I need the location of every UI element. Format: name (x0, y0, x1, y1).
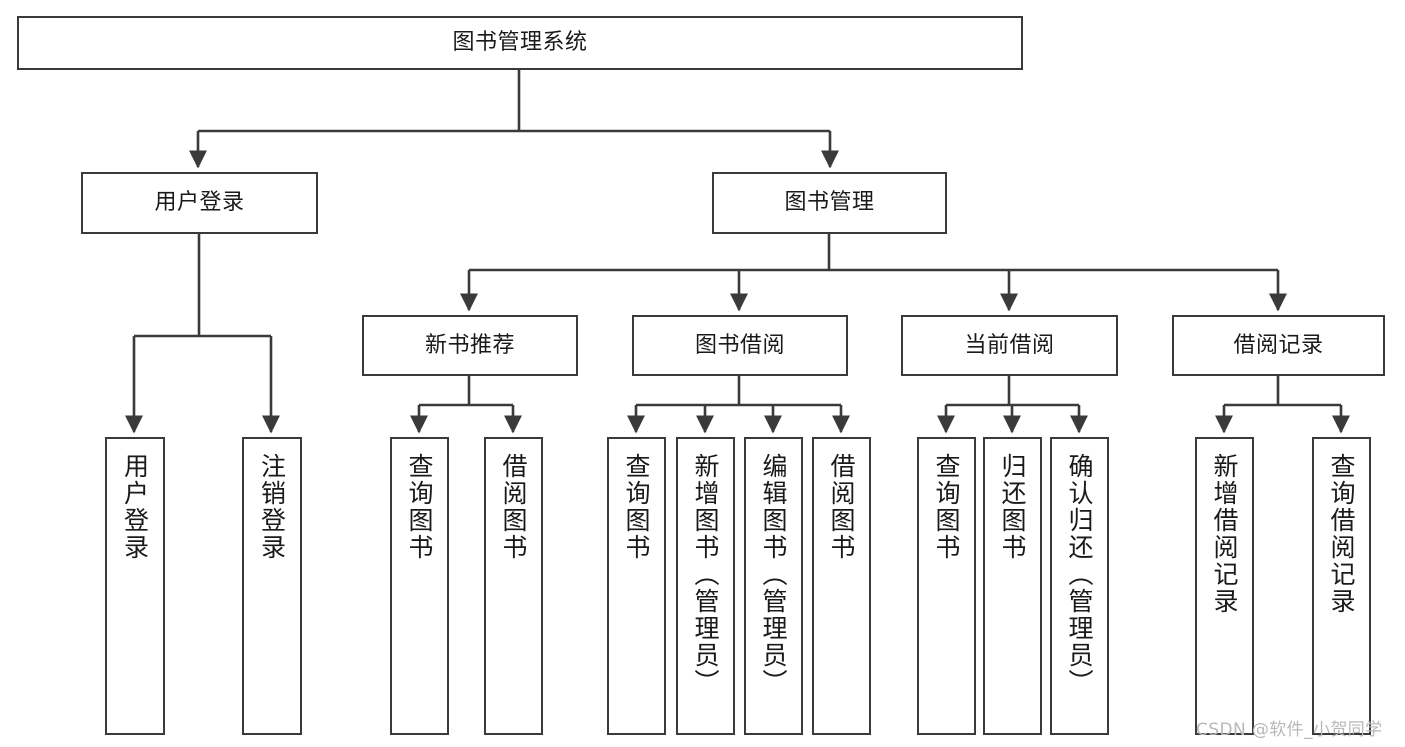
node-current-borrow[interactable]: 当前借阅 (901, 315, 1118, 376)
leaf-user-login-login[interactable]: 用户登录 (105, 437, 165, 735)
node-borrow-record[interactable]: 借阅记录 (1172, 315, 1385, 376)
node-label: 用户登录 (154, 190, 245, 216)
node-book-management[interactable]: 图书管理 (712, 172, 947, 234)
leaf-current-confirm-return-admin[interactable]: 确认归还（管理员） (1050, 437, 1109, 735)
node-label: 查询借阅记录 (1327, 453, 1356, 615)
leaf-record-add-record[interactable]: 新增借阅记录 (1195, 437, 1254, 735)
leaf-borrow-edit-book-admin[interactable]: 编辑图书（管理员） (744, 437, 803, 735)
node-label: 借阅图书 (827, 453, 856, 561)
node-new-book-recommend[interactable]: 新书推荐 (362, 315, 578, 376)
leaf-current-return-book[interactable]: 归还图书 (983, 437, 1042, 735)
node-label: 查询图书 (622, 453, 651, 561)
node-root-system[interactable]: 图书管理系统 (17, 16, 1023, 70)
node-label: 图书管理 (784, 190, 875, 216)
leaf-record-query-record[interactable]: 查询借阅记录 (1312, 437, 1371, 735)
node-label: 新增图书（管理员） (691, 453, 720, 696)
leaf-new-book-query[interactable]: 查询图书 (390, 437, 449, 735)
node-label: 确认归还（管理员） (1065, 453, 1094, 696)
node-label: 查询图书 (405, 453, 434, 561)
watermark-text: CSDN @软件_小贺同学 (1196, 720, 1383, 740)
leaf-borrow-borrow-book[interactable]: 借阅图书 (812, 437, 871, 735)
node-label: 图书管理系统 (452, 30, 588, 56)
leaf-borrow-query-book[interactable]: 查询图书 (607, 437, 666, 735)
node-label: 图书借阅 (694, 332, 785, 358)
node-label: 编辑图书（管理员） (759, 453, 788, 696)
node-label: 用户登录 (120, 453, 150, 561)
node-label: 归还图书 (998, 453, 1027, 561)
node-book-borrow[interactable]: 图书借阅 (632, 315, 848, 376)
node-label: 新书推荐 (424, 332, 515, 358)
node-label: 新增借阅记录 (1210, 453, 1239, 615)
leaf-user-login-logout[interactable]: 注销登录 (242, 437, 302, 735)
leaf-current-query-book[interactable]: 查询图书 (917, 437, 976, 735)
node-label: 当前借阅 (964, 332, 1055, 358)
node-user-login[interactable]: 用户登录 (81, 172, 318, 234)
node-label: 查询图书 (932, 453, 961, 561)
node-label: 注销登录 (257, 453, 287, 561)
leaf-borrow-add-book-admin[interactable]: 新增图书（管理员） (676, 437, 735, 735)
leaf-new-book-borrow[interactable]: 借阅图书 (484, 437, 543, 735)
node-label: 借阅记录 (1233, 332, 1324, 358)
node-label: 借阅图书 (499, 453, 528, 561)
